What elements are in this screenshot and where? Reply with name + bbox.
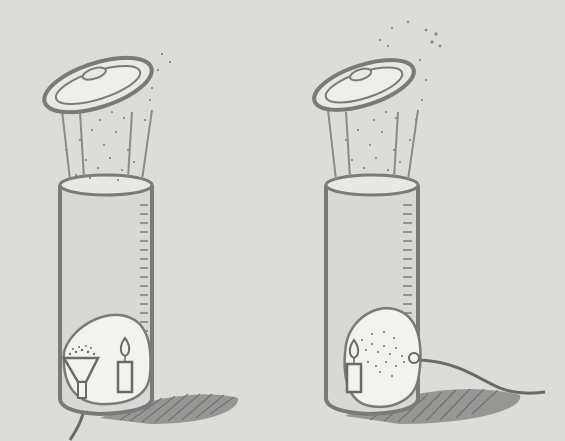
left-panel bbox=[38, 47, 238, 440]
left-jar-rim bbox=[60, 175, 152, 195]
right-panel bbox=[308, 21, 545, 424]
right-lid bbox=[308, 50, 419, 120]
left-rays bbox=[62, 110, 152, 180]
right-hose bbox=[420, 360, 545, 393]
right-nozzle bbox=[409, 353, 419, 363]
left-lid bbox=[38, 47, 158, 123]
right-jar-rim bbox=[326, 175, 418, 195]
right-rays bbox=[328, 110, 418, 180]
